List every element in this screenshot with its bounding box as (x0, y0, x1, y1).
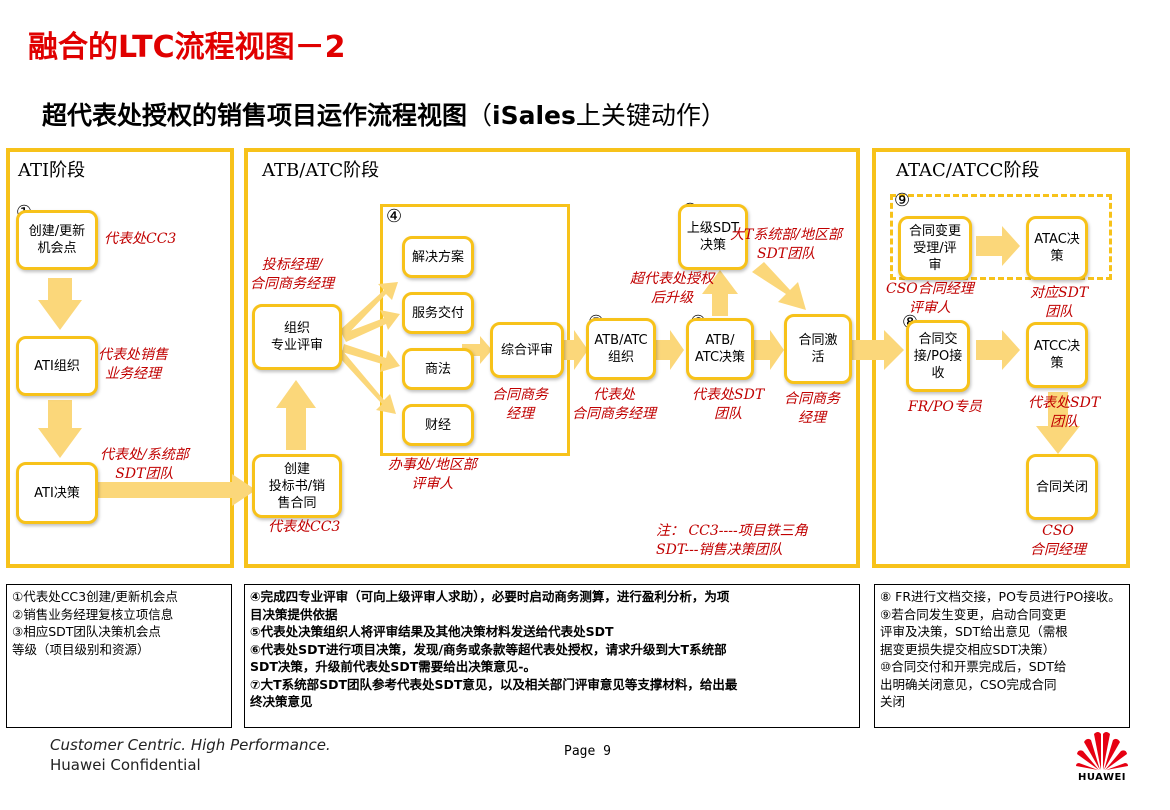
node-contract-activation[interactable]: 合同激 活 (784, 314, 852, 384)
role-rep-cc3-bid: 代表处CC3 (268, 519, 341, 535)
phase-atb-atc-label: ATB/ATC阶段 (262, 160, 380, 181)
arrow-change-to-atac (976, 226, 1020, 266)
node-legal[interactable]: 商法 (402, 348, 474, 390)
subtitle-isales: iSales (492, 101, 576, 130)
step-number-9: ⑨ (894, 190, 911, 211)
node-atb-atc-decision[interactable]: ATB/ ATC决策 (686, 318, 754, 380)
role-rep-sdt-team-2: 代表处SDT 团队 (1028, 395, 1101, 430)
node-service-delivery[interactable]: 服务交付 (402, 292, 474, 334)
role-contract-biz-manager-2: 合同商务 经理 (784, 391, 840, 426)
arrow-up-bid-to-review (276, 380, 316, 450)
node-atcc-decision[interactable]: ATCC决 策 (1026, 322, 1088, 388)
footer-slogan: Customer Centric. High Performance. (50, 736, 331, 754)
role-fr-po: FR/PO专员 (908, 399, 982, 415)
node-solution[interactable]: 解决方案 (402, 236, 474, 278)
node-ati-org[interactable]: ATI组织 (16, 336, 98, 396)
change-review-dashed-frame (890, 194, 1112, 280)
review-group-frame (380, 204, 570, 456)
arrow-fan-1 (340, 282, 398, 338)
arrow-fan-3 (342, 344, 400, 372)
subtitle-paren: （ (467, 101, 493, 130)
role-rep-cc3: 代表处CC3 (104, 231, 177, 247)
node-contract-change-review[interactable]: 合同变更 受理/评 审 (898, 216, 972, 280)
role-contract-biz-manager: 合同商务 经理 (492, 387, 548, 422)
node-finance[interactable]: 财经 (402, 404, 474, 446)
legend-note: 注： CC3----项目铁三角 SDT---销售决策团队 (656, 523, 808, 558)
footer-confidential: Huawei Confidential (50, 756, 201, 774)
node-comprehensive-review[interactable]: 综合评审 (490, 322, 564, 378)
arrow-handover-to-atcc (976, 330, 1020, 370)
role-rep-system-sdt: 代表处/系统部 SDT团队 (100, 447, 189, 482)
notes-middle: ④完成四专业评审（可向上级评审人求助），必要时启动商务测算，进行盈利分析，为项 … (244, 584, 860, 728)
arrow-decision-to-activation (752, 330, 784, 370)
node-org-review[interactable]: 组织 专业评审 (252, 304, 342, 370)
arrow-atcc-to-close (1036, 392, 1080, 454)
arrow-down-2 (38, 400, 82, 458)
phase-atac-atcc-label: ATAC/ATCC阶段 (896, 160, 1040, 181)
node-atb-atc-org[interactable]: ATB/ATC 组织 (586, 318, 656, 380)
arrow-right-ati-to-bid (98, 474, 256, 506)
node-create-update-opportunity[interactable]: 创建/更新 机会点 (16, 210, 98, 270)
role-bigt-sdt-team: 大T系统部/地区部 SDT团队 (730, 227, 843, 262)
role-rep-contract-biz: 代表处 合同商务经理 (572, 387, 656, 422)
node-superior-sdt-decision[interactable]: 上级SDT 决策 (678, 204, 748, 270)
role-rep-sdt-team: 代表处SDT 团队 (692, 387, 765, 422)
arrow-fan-4 (338, 350, 396, 414)
node-contract-handover[interactable]: 合同交 接/PO接 收 (906, 320, 970, 392)
role-beyond-authorization: 超代表处授权 后升级 (630, 271, 714, 306)
role-bid-contract-manager: 投标经理/ 合同商务经理 (250, 257, 334, 292)
phase-ati-frame (6, 148, 234, 568)
page-title: 融合的LTC流程视图－2 (28, 30, 346, 65)
node-atac-decision[interactable]: ATAC决 策 (1026, 216, 1088, 280)
arrow-up-to-superior (702, 270, 738, 316)
arrow-down-1 (38, 278, 82, 330)
role-rep-sales-manager: 代表处销售 业务经理 (98, 347, 168, 382)
role-counterpart-sdt: 对应SDT 团队 (1030, 285, 1089, 320)
role-office-reviewer: 办事处/地区部 评审人 (388, 457, 477, 492)
subtitle-main: 超代表处授权的销售项目运作流程视图 (42, 101, 468, 130)
arrow-fan-2 (342, 310, 400, 342)
page-number: Page 9 (564, 744, 611, 759)
node-ati-decision[interactable]: ATI决策 (16, 462, 98, 524)
subtitle-suffix: 上关键动作） (575, 101, 726, 130)
notes-right: ⑧ FR进行文档交接，PO专员进行PO接收。 ⑨若合同发生变更，启动合同变更 评… (874, 584, 1130, 728)
huawei-logo: HUAWEI (1074, 728, 1130, 784)
node-contract-close[interactable]: 合同关闭 (1026, 454, 1098, 520)
arrow-to-atb-decision (654, 330, 684, 370)
notes-left: ①代表处CC3创建/更新机会点 ②销售业务经理复核立项信息 ③相应SDT团队决策… (6, 584, 232, 728)
page-subtitle: 超代表处授权的销售项目运作流程视图（iSales上关键动作） (42, 96, 726, 132)
node-create-bid[interactable]: 创建 投标书/销 售合同 (252, 454, 342, 518)
arrow-activation-to-handover (850, 330, 904, 370)
phase-ati-label: ATI阶段 (18, 160, 86, 181)
arrow-to-atb-org (562, 330, 588, 370)
huawei-petals-icon (1076, 732, 1128, 770)
arrow-superior-to-activation (752, 262, 806, 310)
step-number-4: ④ (386, 206, 403, 227)
role-cso-manager-reviewer: CSO合同经理 评审人 (886, 281, 974, 316)
arrow-to-comprehensive (462, 336, 492, 364)
role-cso-contract-manager: CSO 合同经理 (1030, 523, 1086, 558)
huawei-wordmark: HUAWEI (1077, 772, 1127, 783)
